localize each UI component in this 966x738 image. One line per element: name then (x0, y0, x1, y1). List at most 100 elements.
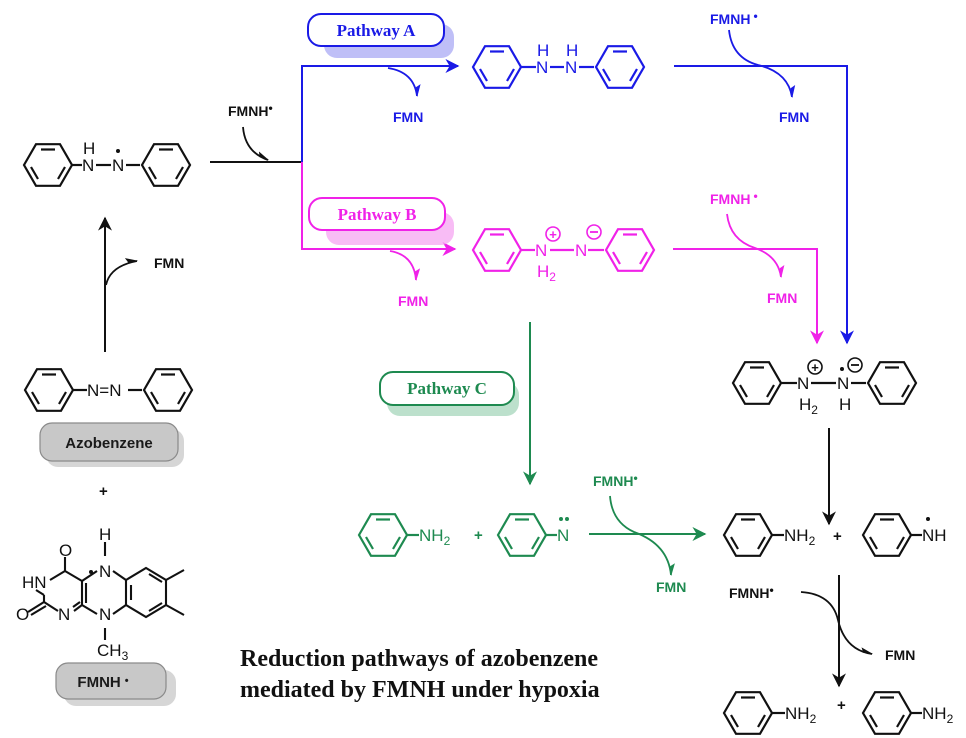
plus-sign: + (474, 527, 483, 544)
benzene-ring (23, 368, 75, 412)
atom-n: N (58, 605, 70, 624)
atom-n-eq-n: N=N (87, 381, 121, 400)
charge-plus: + (549, 227, 557, 242)
pathway-a-badge (307, 13, 445, 47)
hydrazine-radical-anion-molecule: N + H2 N H (731, 357, 918, 417)
atom-n: N (535, 241, 547, 260)
atom-n: N (565, 58, 577, 77)
fishhook-arrow (728, 29, 796, 99)
caption-line-2: mediated by FMNH under hypoxia (240, 677, 600, 703)
fmnh-radical-atoms: H N O HN O N N CH3 (16, 525, 129, 663)
atom-nh: NH (922, 526, 947, 545)
reagent-fmnh-radical: FMNH• (710, 189, 758, 207)
radical-dot (89, 570, 93, 574)
benzene-ring (866, 361, 918, 405)
product-fmn: FMN (885, 647, 915, 663)
benzene-ring (861, 691, 913, 735)
benzene-ring (722, 513, 774, 557)
fmnh-radical-molecule (27, 542, 185, 640)
product-fmn: FMN (398, 293, 428, 309)
pathway-a: FMN Pathway A N H N H FMNH• FMN (301, 9, 854, 345)
benzene-ring (471, 228, 523, 272)
fishhook-arrow (800, 591, 874, 655)
aniline-molecule: NH2 (722, 513, 816, 557)
fishhook-arrow (105, 258, 139, 286)
charge-plus: + (811, 360, 819, 375)
aniline-molecule: NH2 (722, 691, 817, 735)
benzene-ring (140, 143, 192, 187)
atom-n: N (797, 374, 809, 393)
pathway-b-arrow (301, 162, 457, 256)
reagent-fmnh-radical: FMNH• (710, 9, 758, 27)
hydrazobenzene-molecule: N H N H (471, 41, 646, 89)
fishhook-arrow (726, 213, 785, 279)
benzene-ring (722, 691, 774, 735)
pathway-b-badge (308, 197, 446, 231)
benzene-ring (142, 368, 194, 412)
pathway-b-arrow-2 (673, 248, 824, 345)
aniline-molecule: NH2 (357, 513, 451, 557)
pathway-c-badge (379, 371, 515, 406)
atom-n: N (557, 526, 569, 545)
fishhook-arrow (242, 126, 270, 161)
badge-label: Azobenzene (65, 435, 153, 452)
atom-ch3: CH3 (97, 641, 129, 663)
lone-pair-dot (565, 517, 569, 521)
azobenzene-badge: Azobenzene (39, 422, 184, 467)
benzene-ring (594, 45, 646, 89)
atom-n: N (99, 562, 111, 581)
pathway-c-label: Pathway C (407, 379, 487, 398)
product-fmn: FMN (393, 109, 423, 125)
product-fmn: FMN (656, 579, 686, 595)
benzene-ring (22, 143, 74, 187)
benzene-ring (357, 513, 409, 557)
atom-n: N (112, 156, 124, 175)
product-fmn: FMN (779, 109, 809, 125)
radical-dot (840, 367, 844, 371)
atom-nh2: NH2 (784, 526, 816, 548)
atom-hn: HN (22, 573, 47, 592)
plus-sign: + (837, 697, 846, 714)
hydrazyl-radical-molecule: N H N (22, 139, 192, 187)
lone-pair-dot (559, 517, 563, 521)
atom-n: N (99, 605, 111, 624)
fishhook-arrow (387, 67, 421, 98)
atom-nh2: NH2 (922, 704, 954, 726)
atom-h2: H2 (537, 262, 556, 284)
fmnh-badge: FMNH• (55, 662, 176, 706)
reagent-fmnh-radical: FMNH• (228, 101, 273, 119)
atom-h: H (566, 41, 578, 60)
phenylnitrene-molecule: N (496, 513, 569, 557)
atom-n: N (837, 374, 849, 393)
atom-h: H (83, 139, 95, 158)
atom-o: O (59, 541, 72, 560)
pathway-c: Pathway C NH2 + N FMNH• FMN (357, 322, 707, 595)
atom-h: H (537, 41, 549, 60)
atom-n: N (82, 156, 94, 175)
azobenzene-molecule: N=N (23, 368, 194, 412)
atom-nh2: NH2 (419, 526, 451, 548)
atom-h: H (839, 395, 851, 414)
reagent-fmnh-radical: FMNH• (593, 471, 638, 489)
atom-h: H (99, 525, 111, 544)
benzene-ring (471, 45, 523, 89)
radical-dot (116, 149, 120, 153)
product-fmn: FMN (767, 290, 797, 306)
pathway-a-arrow (301, 59, 460, 162)
fishhook-arrow (609, 495, 675, 577)
atom-n: N (536, 58, 548, 77)
anilino-radical-molecule: NH (861, 513, 947, 557)
atom-n: N (575, 241, 587, 260)
aniline-molecule: NH2 (861, 691, 954, 735)
reagent-fmnh-radical: FMNH• (729, 583, 774, 601)
pathway-b: FMN Pathway B N + H2 N FMNH• FMN (301, 162, 824, 345)
badge-label: FMNH• (77, 674, 128, 691)
fishhook-arrow (389, 250, 421, 282)
plus-sign: + (833, 528, 842, 545)
atom-h2: H2 (799, 395, 818, 417)
atom-nh2: NH2 (785, 704, 817, 726)
atom-o: O (16, 605, 29, 624)
benzene-ring (604, 228, 656, 272)
caption-line-1: Reduction pathways of azobenzene (240, 646, 598, 672)
